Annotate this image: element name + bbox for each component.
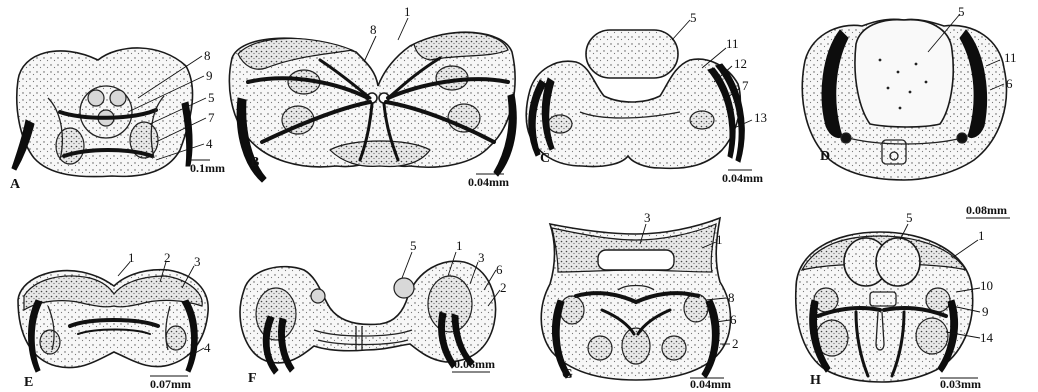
panel-e-label-4: 4 bbox=[204, 340, 211, 355]
panel-g-label-1: 1 bbox=[716, 232, 723, 247]
panel-a-label-5: 5 bbox=[208, 90, 215, 105]
panel-c-label-11: 11 bbox=[726, 36, 739, 51]
panel-e-label-3: 3 bbox=[194, 254, 201, 269]
panel-f-label-3: 3 bbox=[478, 250, 485, 265]
panel-c-scale: 0.04mm bbox=[722, 171, 763, 185]
panel-h-label-5: 5 bbox=[906, 210, 913, 225]
panel-g bbox=[541, 218, 730, 380]
panel-h-scale: 0.03mm bbox=[940, 377, 981, 391]
panel-b-letter: B bbox=[250, 155, 259, 170]
panel-c bbox=[526, 20, 752, 170]
panel-a-scale: 0.1mm bbox=[190, 161, 225, 175]
panel-b bbox=[229, 18, 516, 182]
panel-h-label-1: 1 bbox=[978, 228, 985, 243]
panel-a bbox=[12, 48, 210, 177]
panel-e-scale: 0.07mm bbox=[150, 377, 191, 391]
panel-a-label-9: 9 bbox=[206, 68, 213, 83]
panel-h bbox=[796, 224, 980, 382]
panel-c-label-12: 12 bbox=[734, 56, 747, 71]
panel-e-letter: E bbox=[24, 375, 33, 390]
panel-h-label-14: 14 bbox=[980, 330, 994, 345]
panel-c-letter: C bbox=[540, 151, 550, 166]
panel-h-letter: H bbox=[810, 373, 821, 388]
panel-f bbox=[240, 252, 500, 374]
panel-d-letter: D bbox=[820, 149, 830, 164]
panel-f-label-5: 5 bbox=[410, 238, 417, 253]
panel-e-label-1: 1 bbox=[128, 250, 135, 265]
panel-g-scale: 0.04mm bbox=[690, 377, 731, 391]
panel-g-letter: G bbox=[562, 367, 573, 382]
panel-c-label-7: 7 bbox=[742, 78, 749, 93]
panel-d-scale: 0.08mm bbox=[966, 203, 1007, 217]
panel-g-label-6: 6 bbox=[730, 312, 737, 327]
panel-d bbox=[802, 14, 1006, 180]
panel-b-label-1: 1 bbox=[404, 4, 411, 19]
panel-d-label-5: 5 bbox=[958, 4, 965, 19]
panel-g-label-3: 3 bbox=[644, 210, 651, 225]
panel-h-label-10: 10 bbox=[980, 278, 993, 293]
panel-a-label-8: 8 bbox=[204, 48, 211, 63]
panel-f-scale: 0.06mm bbox=[454, 357, 495, 371]
panel-a-label-4: 4 bbox=[206, 136, 213, 151]
panel-e-label-2: 2 bbox=[164, 250, 171, 265]
panel-g-label-8: 8 bbox=[728, 290, 735, 305]
panel-a-label-7: 7 bbox=[208, 110, 215, 125]
panel-d-label-6: 6 bbox=[1006, 76, 1013, 91]
panel-c-label-13: 13 bbox=[754, 110, 767, 125]
panel-f-label-6: 6 bbox=[496, 262, 503, 277]
panel-f-label-2: 2 bbox=[500, 280, 507, 295]
panel-f-letter: F bbox=[248, 371, 257, 386]
panel-e bbox=[18, 262, 208, 376]
panel-f-label-1: 1 bbox=[456, 238, 463, 253]
panel-b-label-8: 8 bbox=[370, 22, 377, 37]
panel-h-label-9: 9 bbox=[982, 304, 989, 319]
panel-b-scale: 0.04mm bbox=[468, 175, 509, 189]
panel-c-label-5: 5 bbox=[690, 10, 697, 25]
panel-g-label-2: 2 bbox=[732, 336, 739, 351]
panel-a-letter: A bbox=[10, 177, 21, 192]
panel-d-label-11: 11 bbox=[1004, 50, 1017, 65]
